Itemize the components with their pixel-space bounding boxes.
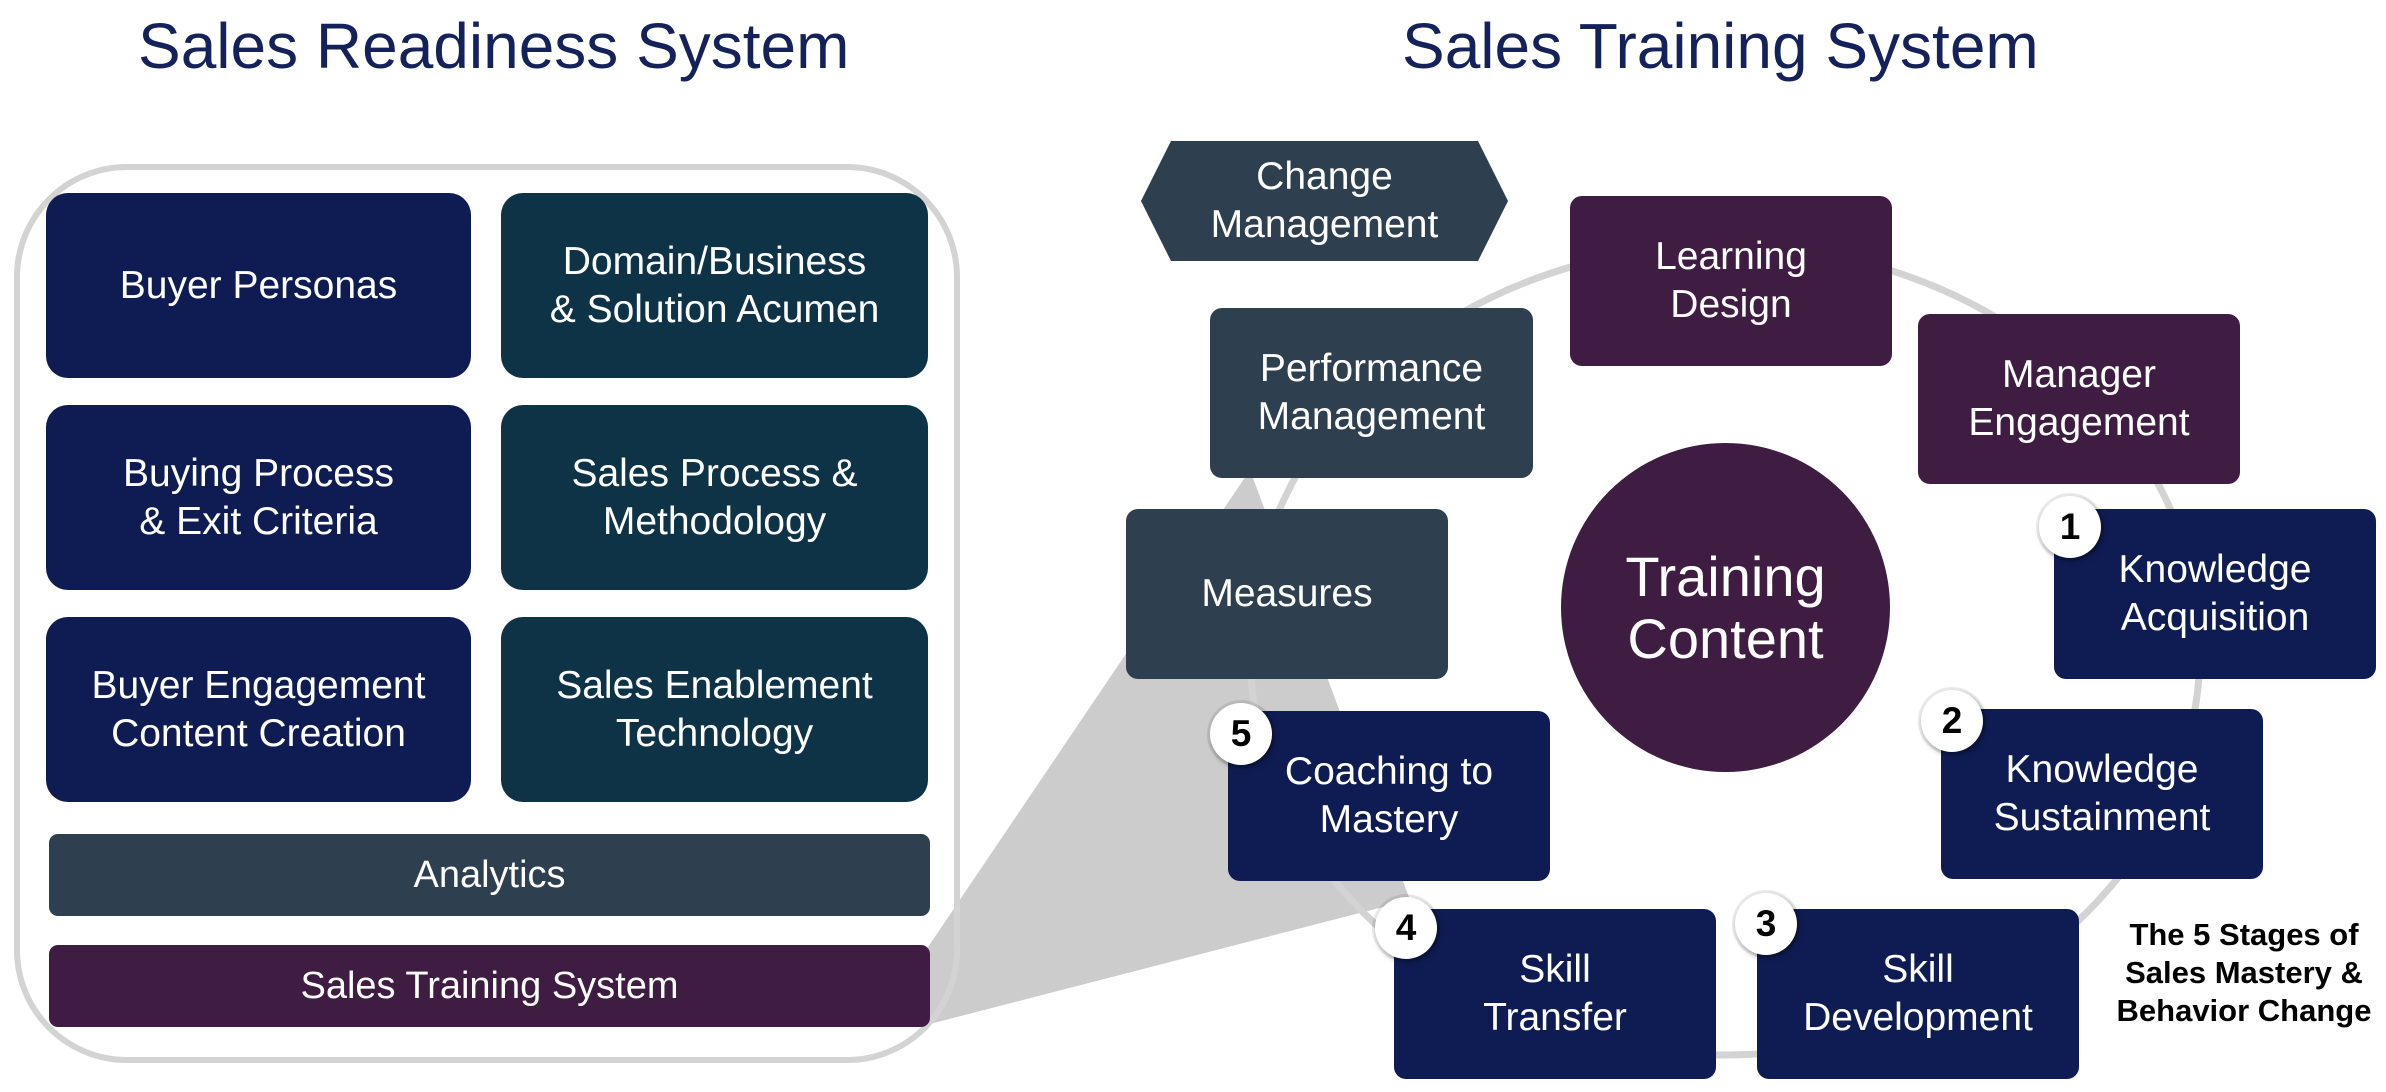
measures-label: Measures: [1201, 572, 1373, 616]
readiness-outline: [14, 164, 960, 1063]
performance-management-label: Performance Management: [1257, 347, 1486, 438]
coaching-mastery-box: Coaching to Mastery: [1228, 711, 1550, 881]
analytics-bar: Analytics: [49, 834, 930, 916]
learning-design-box: Learning Design: [1570, 196, 1892, 366]
skill-development-box: Skill Development: [1757, 909, 2079, 1079]
skill-development-label: Skill Development: [1803, 948, 2033, 1039]
stage-badge-2: 2: [1921, 690, 1983, 752]
buyer-personas-label: Buyer Personas: [119, 263, 398, 307]
learning-design-label: Learning Design: [1655, 235, 1807, 326]
knowledge-acquisition-label: Knowledge Acquisition: [2118, 548, 2312, 639]
change-management-hexagon: [1141, 141, 1508, 261]
buyer-personas-box: Buyer Personas: [46, 193, 471, 378]
sales-process-box: Sales Process & Methodology: [501, 405, 928, 590]
manager-engagement-label: Manager Engagement: [1968, 353, 2190, 444]
knowledge-sustainment-label: Knowledge Sustainment: [1993, 748, 2211, 839]
manager-engagement-box: Manager Engagement: [1918, 314, 2240, 484]
buyer-engagement-box: Buyer Engagement Content Creation: [46, 617, 471, 802]
buying-process-label: Buying Process & Exit Criteria: [123, 451, 394, 543]
domain-acumen-label: Domain/Business & Solution Acumen: [549, 239, 880, 331]
stage-badge-4: 4: [1375, 897, 1437, 959]
buying-process-box: Buying Process & Exit Criteria: [46, 405, 471, 590]
sales-training-system-bar: Sales Training System: [49, 945, 930, 1027]
training-content-circle: Training Content: [1561, 443, 1890, 772]
knowledge-sustainment-box: Knowledge Sustainment: [1941, 709, 2263, 879]
stage-badge-5: 5: [1210, 703, 1272, 765]
stage-badge-3: 3: [1735, 893, 1797, 955]
stage-badge-1: 1: [2039, 496, 2101, 558]
readiness-title: Sales Readiness System: [138, 10, 850, 82]
skill-transfer-box: Skill Transfer: [1394, 909, 1716, 1079]
change-management-label: Change Management: [1210, 155, 1439, 246]
knowledge-acquisition-box: Knowledge Acquisition: [2054, 509, 2376, 679]
coaching-mastery-label: Coaching to Mastery: [1284, 750, 1494, 841]
enablement-tech-box: Sales Enablement Technology: [501, 617, 928, 802]
stages-caption-text: The 5 Stages of Sales Mastery & Behavior…: [2116, 917, 2372, 1028]
performance-management-box: Performance Management: [1210, 308, 1533, 478]
sales-training-system-label: Sales Training System: [300, 964, 679, 1007]
domain-acumen-box: Domain/Business & Solution Acumen: [501, 193, 928, 378]
buyer-engagement-label: Buyer Engagement Content Creation: [91, 663, 426, 755]
enablement-tech-label: Sales Enablement Technology: [556, 663, 873, 755]
stages-caption: The 5 Stages of Sales Mastery & Behavior…: [2108, 916, 2380, 1029]
measures-box: Measures: [1126, 509, 1448, 679]
change-management-box: Change Management: [1141, 141, 1508, 261]
training-title: Sales Training System: [1402, 10, 2039, 82]
sales-process-label: Sales Process & Methodology: [571, 451, 858, 543]
analytics-label: Analytics: [413, 853, 566, 896]
training-content-label: Training Content: [1625, 544, 1826, 670]
skill-transfer-label: Skill Transfer: [1483, 948, 1627, 1039]
